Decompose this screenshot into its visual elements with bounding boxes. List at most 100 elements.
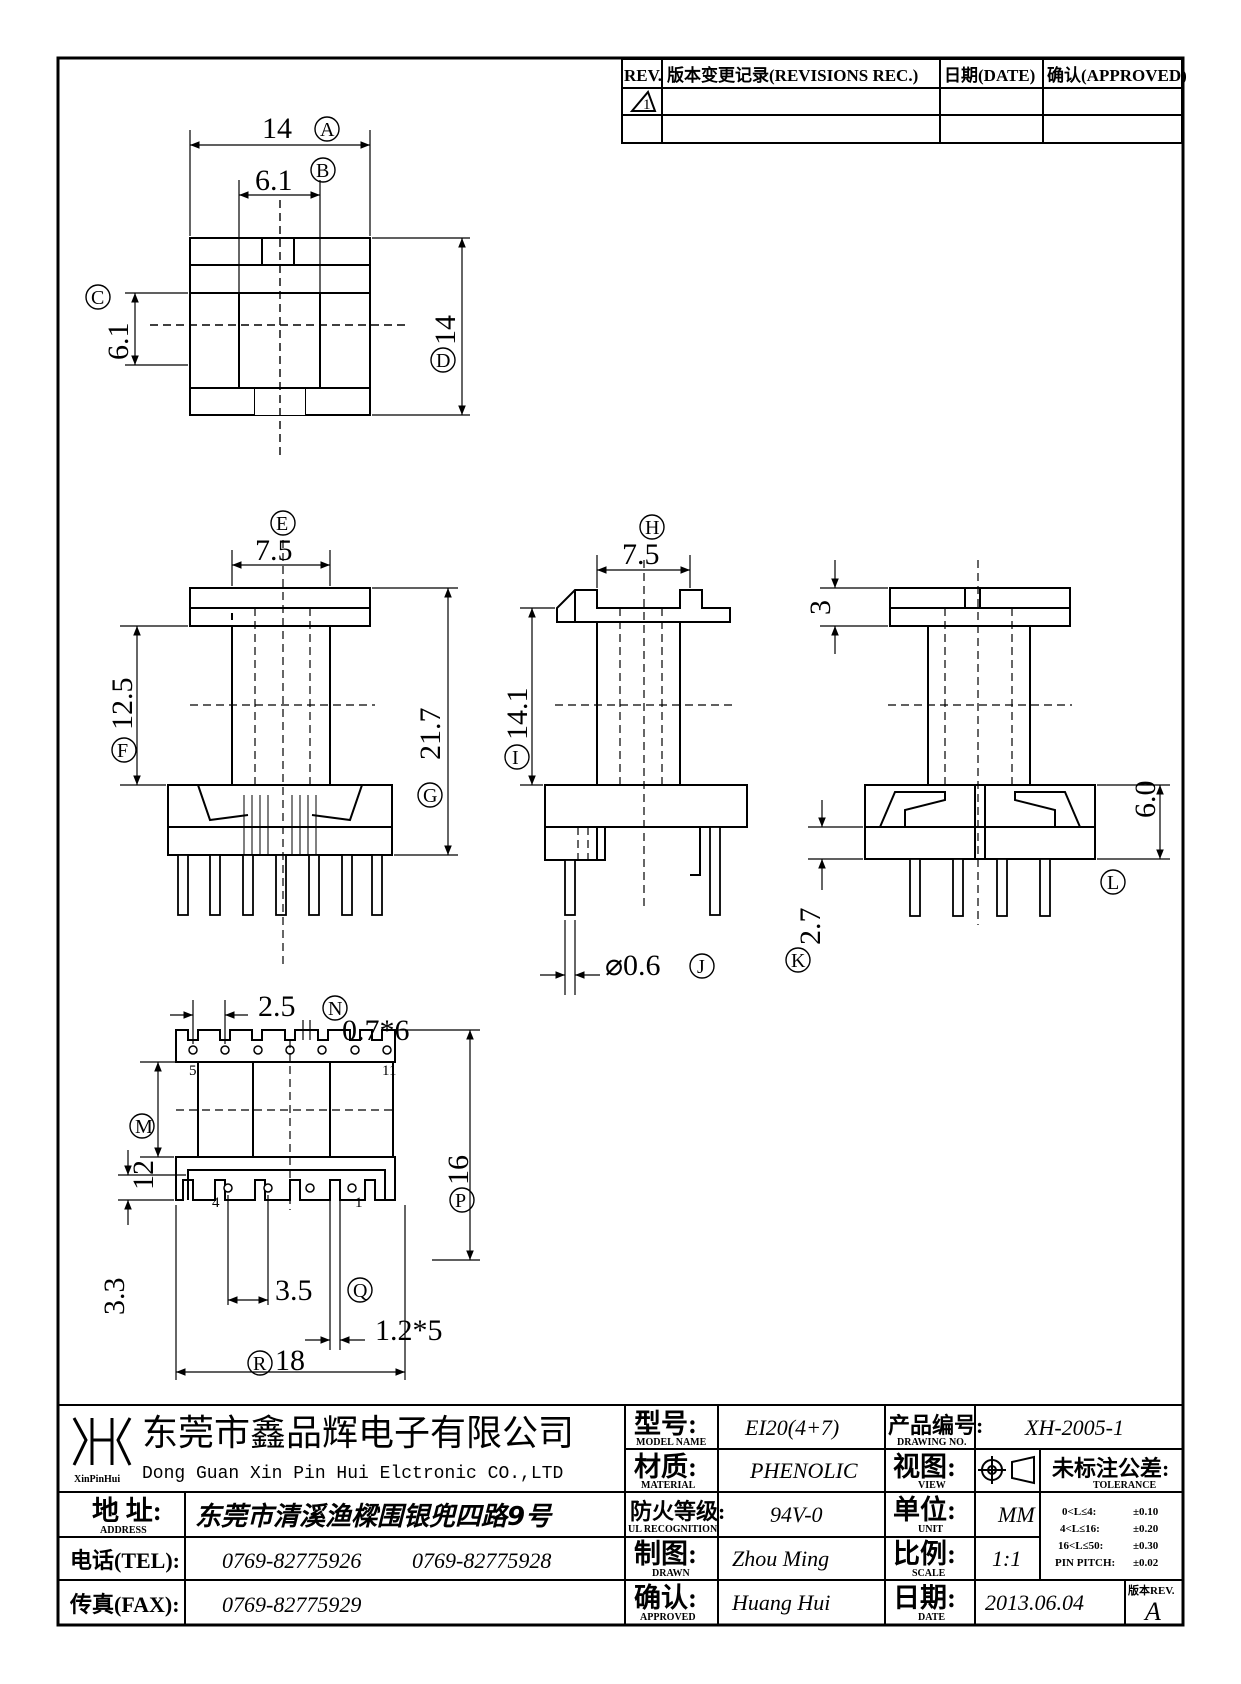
- scale-value: 1:1: [992, 1546, 1021, 1571]
- dim-top-value: 3: [804, 600, 837, 615]
- tolerance-en: TOLERANCE: [1093, 1480, 1156, 1491]
- date-label: 日期:: [893, 1583, 956, 1613]
- pin-11-label: 11: [382, 1063, 396, 1079]
- pin-1-label: 1: [355, 1195, 363, 1211]
- dim-c-value: 6.1: [102, 323, 135, 361]
- drawing-no-value: XH-2005-1: [1024, 1415, 1124, 1440]
- dim-i-ref: I: [512, 747, 519, 769]
- fax-value: 0769-82775929: [222, 1592, 361, 1617]
- drawn-value: Zhou Ming: [732, 1546, 829, 1571]
- dim-r-ref: R: [253, 1353, 267, 1375]
- date-value: 2013.06.04: [985, 1590, 1084, 1615]
- title-block: [58, 1404, 1182, 1625]
- material-value: PHENOLIC: [749, 1458, 858, 1483]
- flame-label-en: UL RECOGNITION: [628, 1524, 718, 1535]
- company-name-cn: 东莞市鑫品辉电子有限公司: [142, 1413, 574, 1454]
- dim-h-ref: H: [645, 517, 659, 539]
- dim-a-value: 14: [262, 112, 292, 145]
- dim-l-value: 6.0: [1129, 781, 1162, 819]
- tolerance-range-3: 16<L≤50:: [1058, 1540, 1103, 1552]
- unit-label-en: UNIT: [918, 1524, 943, 1535]
- drawn-label-en: DRAWN: [652, 1568, 691, 1579]
- dim-d-ref: D: [436, 350, 450, 372]
- dim-c-ref: C: [91, 287, 104, 309]
- company-name-en: Dong Guan Xin Pin Hui Elctronic CO.,LTD: [142, 1464, 563, 1484]
- model-label-en: MODEL NAME: [636, 1437, 707, 1448]
- tel-label: 电话(TEL):: [70, 1548, 180, 1573]
- dim-pin-width-value: 0.7*6: [342, 1014, 410, 1047]
- model-label: 型号:: [634, 1409, 697, 1439]
- tolerance-range-2: 4<L≤16:: [1060, 1523, 1100, 1535]
- tolerance-value-1: ±0.10: [1133, 1506, 1159, 1518]
- side-view: H 7.5 14.1 I ⌀0.6 J: [501, 514, 748, 995]
- drawing-no-label: 产品编号:: [888, 1413, 983, 1438]
- dim-g-value: 21.7: [414, 708, 447, 761]
- tolerance-value-3: ±0.30: [1133, 1540, 1159, 1552]
- dim-d-value: 14: [429, 315, 462, 345]
- unit-value: MM: [997, 1502, 1036, 1527]
- dim-j-value: ⌀0.6: [605, 949, 661, 982]
- dim-p-ref: P: [455, 1190, 466, 1212]
- dim-l-ref: L: [1107, 872, 1119, 894]
- address-label-en: ADDRESS: [100, 1525, 147, 1536]
- scale-label-en: SCALE: [912, 1568, 946, 1579]
- bottom-view: 2.5 N 0.7*6 M 12 16 P 3.3 3.5 Q 1.2*5 R …: [98, 990, 480, 1380]
- sheet-border: [56, 56, 1185, 1627]
- dim-e-value: 7.5: [255, 534, 293, 567]
- dim-q-ref: Q: [353, 1280, 368, 1302]
- tolerance-value-2: ±0.20: [1133, 1523, 1159, 1535]
- address-label: 地 址:: [92, 1496, 162, 1526]
- approved-value: Huang Hui: [731, 1590, 830, 1615]
- dim-e-ref: E: [276, 513, 288, 535]
- date-label-en: DATE: [918, 1612, 945, 1623]
- rev-triangle-symbol: 1: [643, 97, 651, 113]
- revision-table: [621, 58, 1183, 144]
- dim-g-ref: G: [423, 785, 437, 807]
- approved-label: 确认:: [634, 1582, 697, 1613]
- material-label-en: MATERIAL: [641, 1480, 696, 1491]
- front-view: E 7.5 12.5 F 21.7 G: [106, 510, 458, 965]
- material-label: 材质:: [634, 1452, 697, 1482]
- tolerance-value-4: ±0.02: [1133, 1557, 1159, 1569]
- company-logo: [72, 1417, 132, 1466]
- address-value: 东莞市清溪渔樑围银兜四路9号: [195, 1502, 553, 1532]
- flame-value: 94V-0: [770, 1502, 823, 1527]
- dim-f-ref: F: [117, 740, 128, 762]
- dim-b-value: 6.1: [255, 164, 293, 197]
- dim-b-ref: B: [316, 160, 329, 182]
- top-view: 14 A 6.1 B C 6.1 14 D: [85, 112, 470, 455]
- dim-n-ref: N: [328, 998, 342, 1020]
- dim-m-ref: M: [135, 1116, 153, 1138]
- dim-q-value: 3.5: [275, 1274, 313, 1307]
- drawn-label: 制图:: [634, 1539, 697, 1569]
- right-view: 3 2.7 K 6.0 L: [785, 560, 1170, 973]
- view-label-en: VIEW: [918, 1480, 946, 1491]
- dim-left-value: 3.3: [98, 1278, 131, 1316]
- approved-label-en: APPROVED: [640, 1612, 696, 1623]
- scale-label: 比例:: [893, 1539, 956, 1569]
- dim-a-ref: A: [320, 119, 335, 141]
- dim-i-value: 14.1: [501, 688, 534, 741]
- unit-label: 单位:: [893, 1494, 956, 1525]
- tolerance-range-4: PIN PITCH:: [1055, 1557, 1115, 1569]
- dim-m-value: 12: [127, 1160, 160, 1190]
- dim-pitch-value: 1.2*5: [375, 1314, 443, 1347]
- model-value: EI20(4+7): [744, 1415, 839, 1440]
- tolerance-range-1: 0<L≤4:: [1062, 1506, 1096, 1518]
- tel-2: 0769-82775928: [412, 1548, 551, 1573]
- rev-value: A: [1143, 1597, 1161, 1626]
- dim-h-value: 7.5: [622, 538, 660, 571]
- rev-header: REV.: [624, 66, 662, 85]
- approved-header: 确认(APPROVED): [1047, 65, 1187, 85]
- pin-4-label: 4: [212, 1195, 220, 1211]
- dim-f-value: 12.5: [106, 678, 139, 731]
- pin-5-label: 5: [189, 1063, 197, 1079]
- flame-label: 防火等级:: [630, 1499, 725, 1524]
- dim-k-value: 2.7: [794, 908, 827, 946]
- third-angle-projection-icon: [978, 1455, 1035, 1485]
- dim-n-value: 2.5: [258, 990, 296, 1023]
- dim-k-ref: K: [791, 950, 806, 972]
- view-label: 视图:: [893, 1452, 956, 1482]
- rev-label: 版本REV.: [1128, 1583, 1175, 1597]
